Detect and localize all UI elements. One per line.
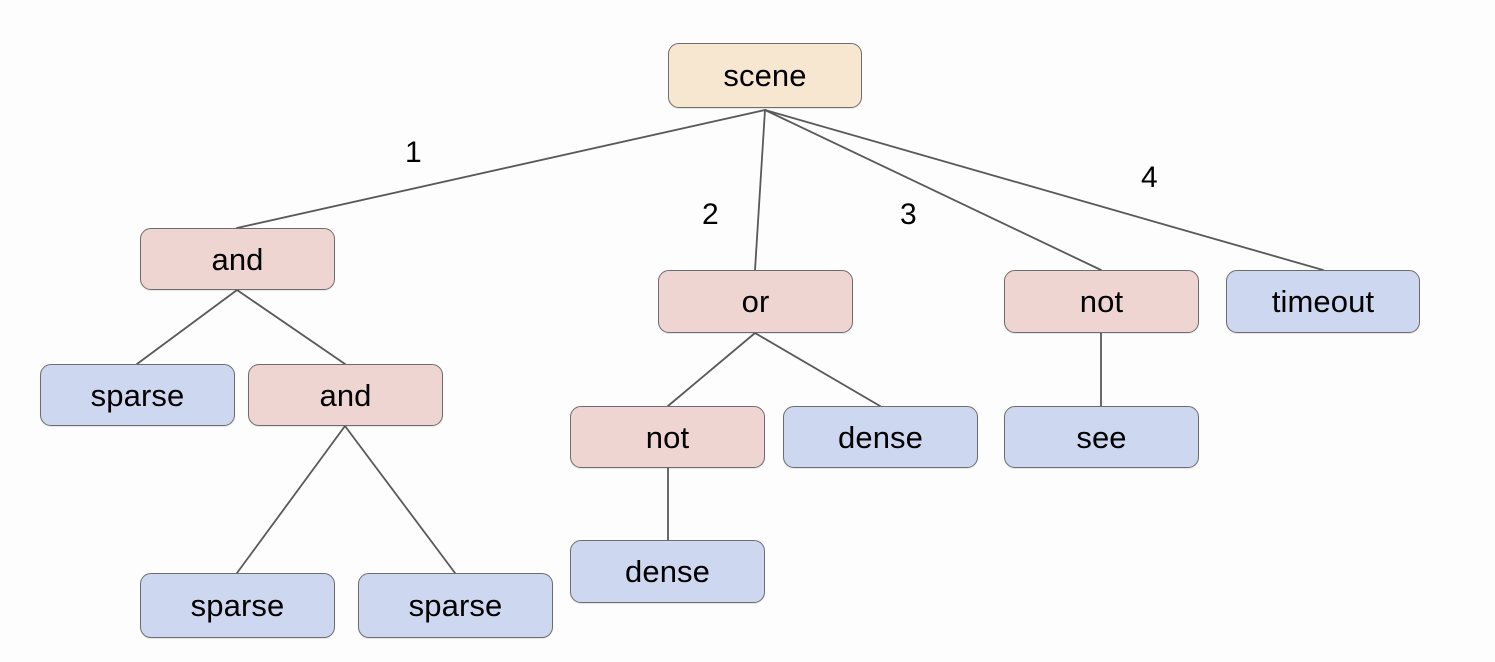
- tree-edge: [236, 109, 766, 229]
- tree-node-timeout[interactable]: timeout: [1226, 270, 1420, 333]
- edge-label-2: 2: [702, 198, 719, 231]
- tree-edge: [764, 109, 1102, 271]
- tree-node-label: and: [211, 241, 264, 277]
- tree-node-and[interactable]: and: [140, 228, 335, 290]
- tree-node-label: dense: [838, 419, 923, 455]
- tree-node-label: or: [741, 284, 770, 319]
- tree-node-dense[interactable]: dense: [783, 406, 978, 468]
- tree-node-sparse[interactable]: sparse: [358, 573, 553, 638]
- tree-node-label: timeout: [1271, 284, 1375, 319]
- tree-edge: [754, 332, 881, 407]
- tree-node-label: sparse: [90, 377, 185, 413]
- tree-node-label: and: [319, 377, 372, 413]
- tree-node-label: not: [645, 419, 690, 455]
- tree-node-see[interactable]: see: [1004, 406, 1199, 468]
- tree-node-sparse[interactable]: sparse: [140, 573, 335, 638]
- tree-edge: [344, 425, 456, 574]
- tree-node-not[interactable]: not: [1004, 270, 1199, 333]
- tree-node-label: sparse: [408, 588, 503, 623]
- edge-label-4: 4: [1141, 161, 1158, 194]
- tree-edge: [236, 425, 346, 574]
- tree-node-and[interactable]: and: [248, 364, 443, 426]
- tree-node-dense[interactable]: dense: [570, 540, 765, 603]
- edge-label-1: 1: [405, 136, 422, 169]
- tree-node-label: scene: [723, 58, 807, 93]
- tree-edge: [136, 289, 238, 365]
- tree-node-scene[interactable]: scene: [668, 43, 862, 108]
- tree-node-sparse[interactable]: sparse: [40, 364, 235, 426]
- tree-node-label: sparse: [190, 588, 285, 623]
- tree-edge: [764, 109, 1324, 271]
- tree-edge: [754, 109, 766, 271]
- tree-node-not[interactable]: not: [570, 406, 765, 468]
- tree-node-label: dense: [625, 554, 710, 589]
- tree-node-label: not: [1079, 284, 1124, 319]
- tree-edge: [667, 332, 756, 407]
- tree-node-or[interactable]: or: [658, 270, 853, 333]
- tree-edge: [236, 289, 346, 365]
- edge-label-3: 3: [900, 198, 917, 231]
- tree-node-label: see: [1076, 419, 1127, 455]
